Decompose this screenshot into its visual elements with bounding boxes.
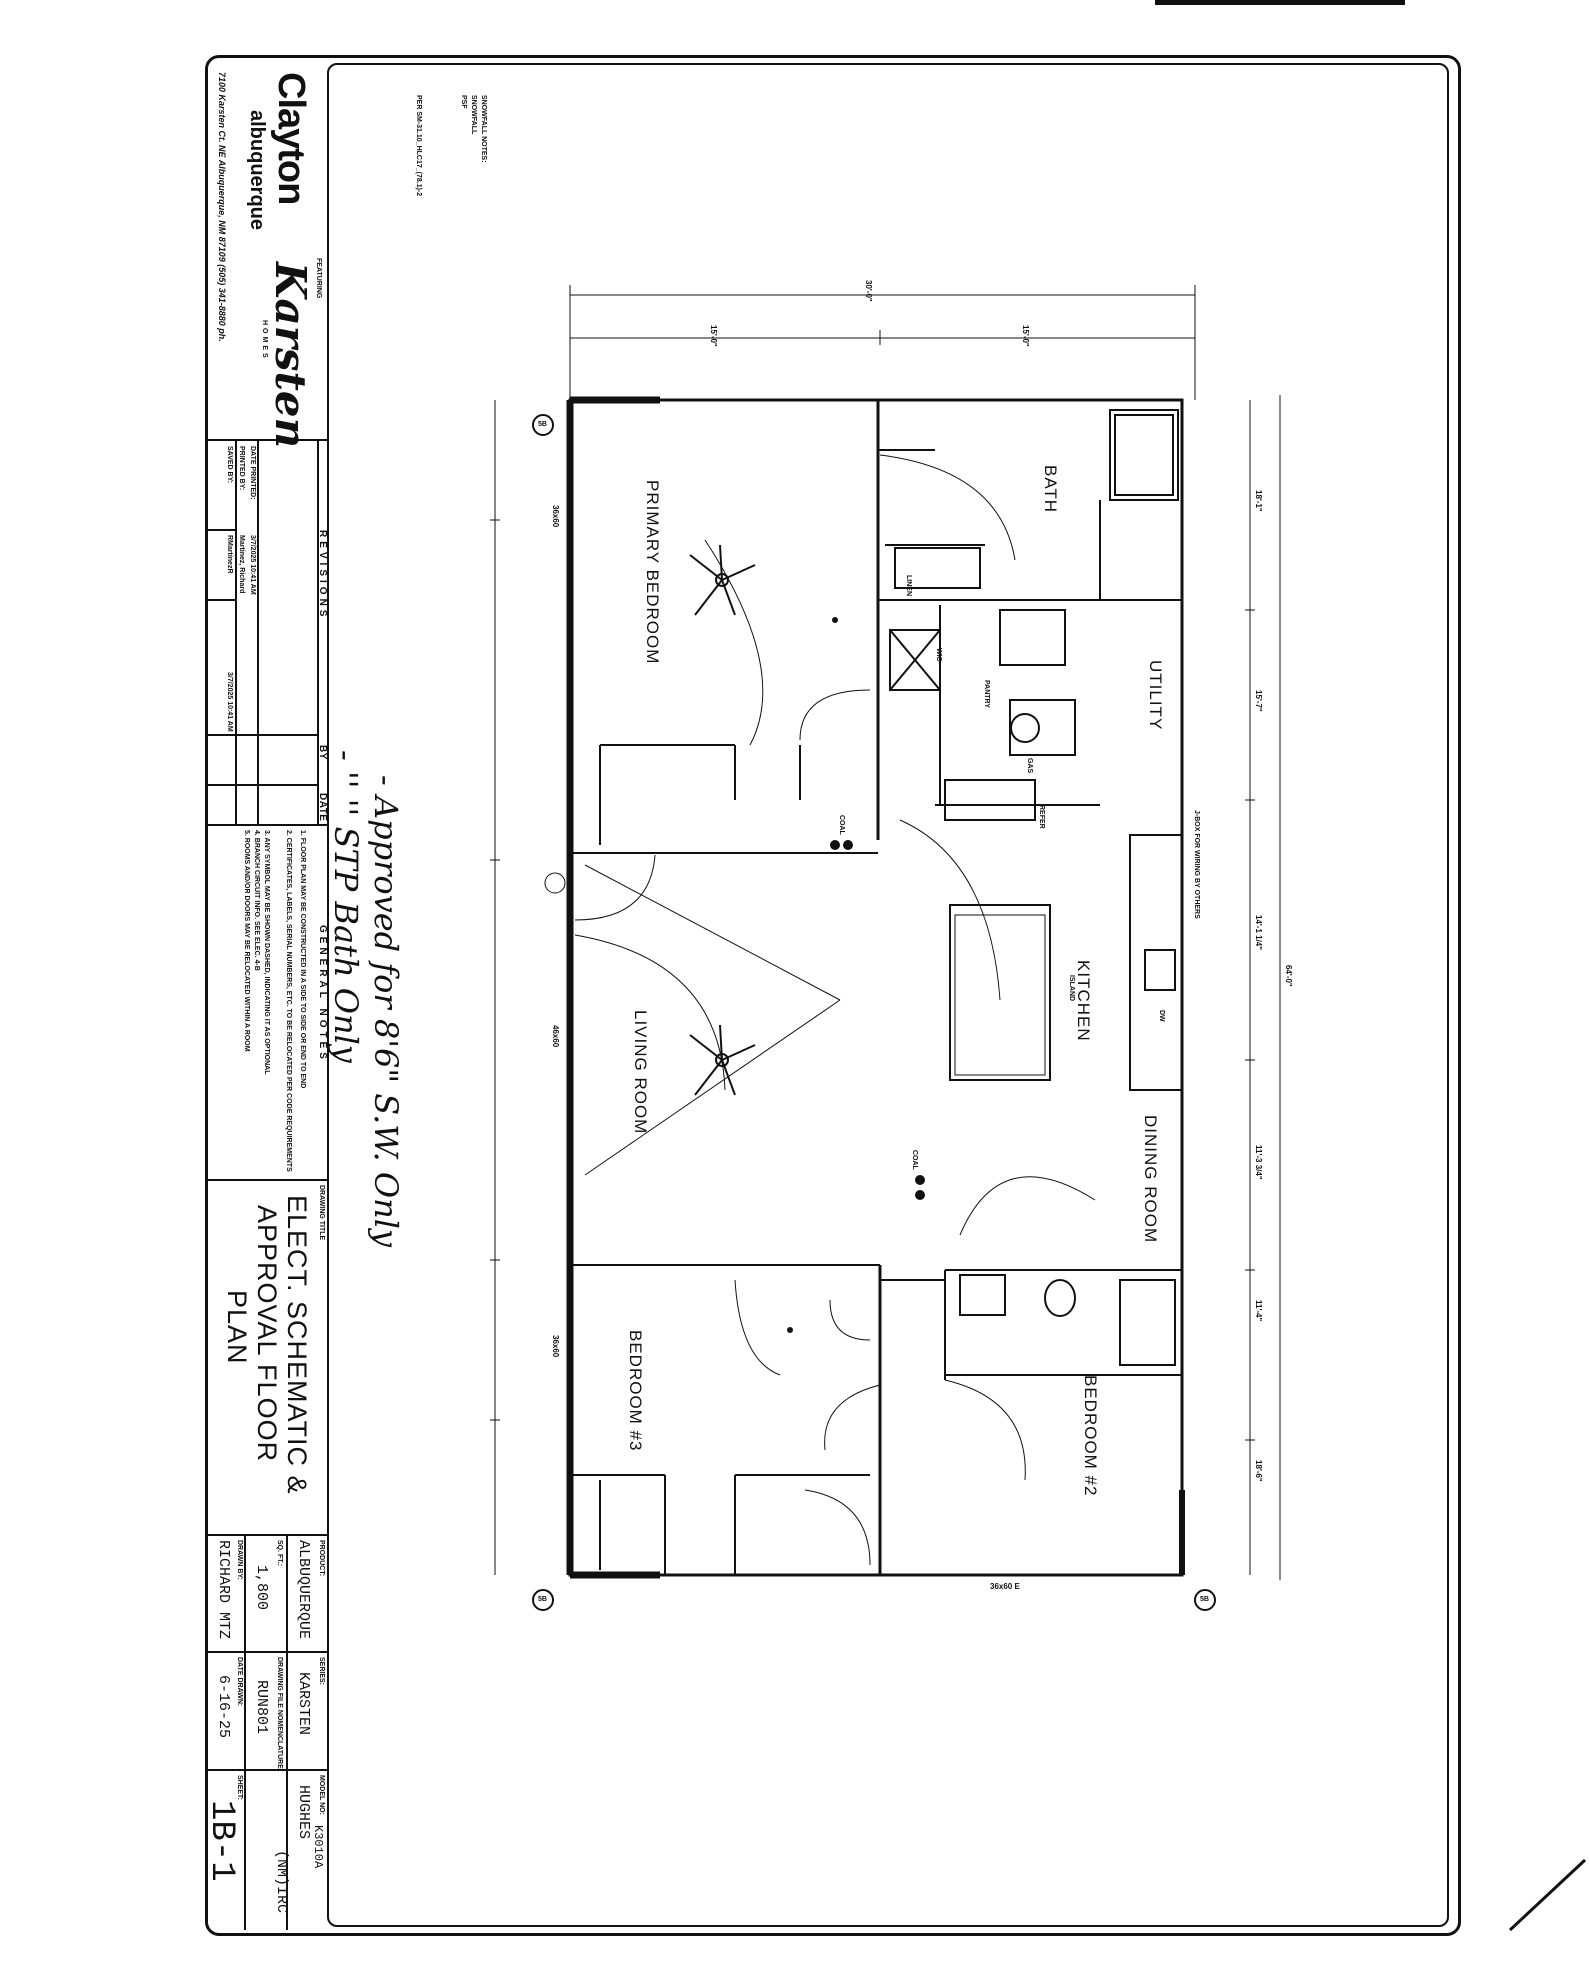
room-bath: BATH bbox=[1041, 465, 1060, 514]
room-utility: UTILITY bbox=[1146, 660, 1165, 731]
ceiling-fan-2 bbox=[689, 1024, 756, 1096]
label-dw: DW bbox=[1158, 1010, 1165, 1022]
cut-marker-bl: 5B bbox=[538, 1596, 547, 1603]
dim-half-right: 15'-0" bbox=[1021, 325, 1030, 347]
scan-bar bbox=[1155, 0, 1405, 5]
dim-half-left: 15'-0" bbox=[709, 325, 718, 347]
cut-marker-tl: 5B bbox=[538, 421, 547, 428]
dim-window-2: 46x60 bbox=[551, 1025, 560, 1048]
dim-window-bottom: 36x60 E bbox=[990, 1582, 1020, 1591]
dim-seg-5: 11'-4" bbox=[1254, 1300, 1263, 1322]
dim-seg-3: 14'-1 1/4" bbox=[1254, 915, 1263, 951]
room-bedroom-3: BEDROOM #3 bbox=[626, 1330, 645, 1452]
label-coal-1: COAL bbox=[838, 815, 845, 835]
ceiling-fan-1 bbox=[689, 544, 756, 616]
label-pantry: PANTRY bbox=[983, 680, 990, 708]
room-bedroom-2: BEDROOM #2 bbox=[1081, 1375, 1100, 1497]
room-living: LIVING ROOM bbox=[631, 1010, 650, 1135]
label-linen: LINEN bbox=[905, 575, 912, 596]
label-gas: GAS bbox=[1026, 758, 1033, 774]
dim-seg-2: 15'-7" bbox=[1254, 690, 1263, 712]
label-coal-2: COAL bbox=[911, 1150, 918, 1170]
dim-seg-6: 18'-6" bbox=[1254, 1460, 1263, 1482]
label-island: ISLAND bbox=[1068, 975, 1075, 1002]
scan-mark bbox=[1508, 1858, 1587, 1932]
sheet-border bbox=[205, 55, 1461, 1936]
sheet-inner-border bbox=[327, 63, 1449, 1927]
label-refer: REFER bbox=[1038, 805, 1045, 829]
label-wic: WIC bbox=[935, 648, 942, 662]
dim-seg-4: 11'-3 3/4" bbox=[1254, 1145, 1263, 1180]
dim-overall-length: 64'-0" bbox=[1284, 965, 1293, 987]
room-dining: DINING ROOM bbox=[1141, 1115, 1160, 1244]
dim-window-3: 36x60 bbox=[551, 1335, 560, 1358]
label-jbox: J-BOX FOR WIRING BY OTHERS bbox=[1193, 810, 1200, 919]
dim-overall-width: 30'-0" bbox=[864, 280, 873, 302]
room-kitchen: KITCHEN bbox=[1074, 960, 1093, 1042]
room-primary-bedroom: PRIMARY BEDROOM bbox=[643, 480, 662, 665]
cut-marker-br: 5B bbox=[1200, 1596, 1209, 1603]
dim-seg-1: 18'-1" bbox=[1254, 490, 1263, 512]
dim-window-1: 36x60 bbox=[551, 505, 560, 528]
